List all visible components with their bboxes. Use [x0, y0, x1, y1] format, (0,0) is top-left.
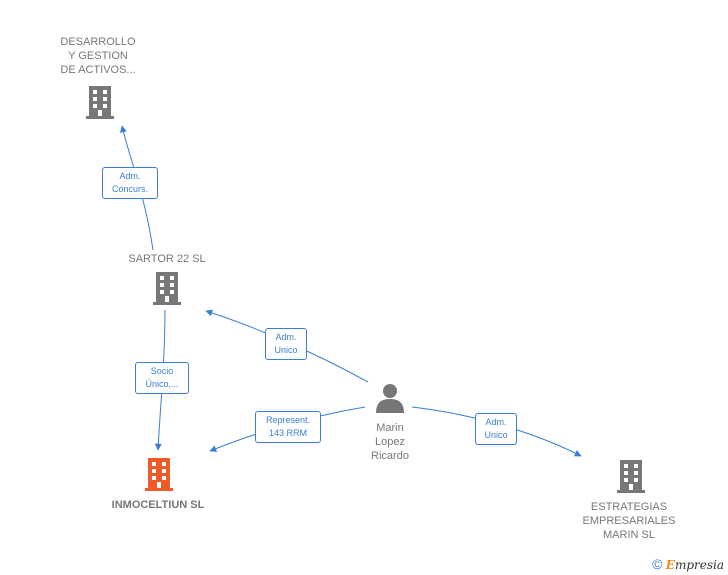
building-icon[interactable]: [617, 460, 645, 493]
edge-label-adm-unico-sartor: Adm. Unico: [265, 328, 307, 360]
building-icon[interactable]: [86, 86, 114, 119]
building-icon[interactable]: [153, 272, 181, 305]
brand-logo: Empresia: [665, 558, 724, 572]
edge-label-adm-concurs: Adm. Concurs.: [102, 167, 158, 199]
node-label-sartor[interactable]: SARTOR 22 SL: [128, 253, 206, 265]
node-label-desarrollo[interactable]: DESARROLLO Y GESTION DE ACTIVOS...: [60, 36, 136, 76]
edge-label-adm-unico-estrategias: Adm. Unico: [475, 413, 517, 445]
node-label-estrategias[interactable]: ESTRATEGIAS EMPRESARIALES MARIN SL: [582, 501, 676, 541]
node-label-marin-lopez[interactable]: Marin Lopez Ricardo: [371, 422, 409, 462]
node-label-inmoceltiun[interactable]: INMOCELTIUN SL: [111, 499, 205, 511]
building-icon[interactable]: [145, 458, 173, 491]
person-icon[interactable]: [376, 384, 404, 413]
edge-label-socio-unico: Socio Único,...: [135, 362, 189, 394]
copyright-brand: © Empresia: [652, 556, 724, 572]
edge-label-represent: Represent. 143 RRM: [255, 411, 321, 443]
copyright-icon: ©: [652, 556, 663, 572]
